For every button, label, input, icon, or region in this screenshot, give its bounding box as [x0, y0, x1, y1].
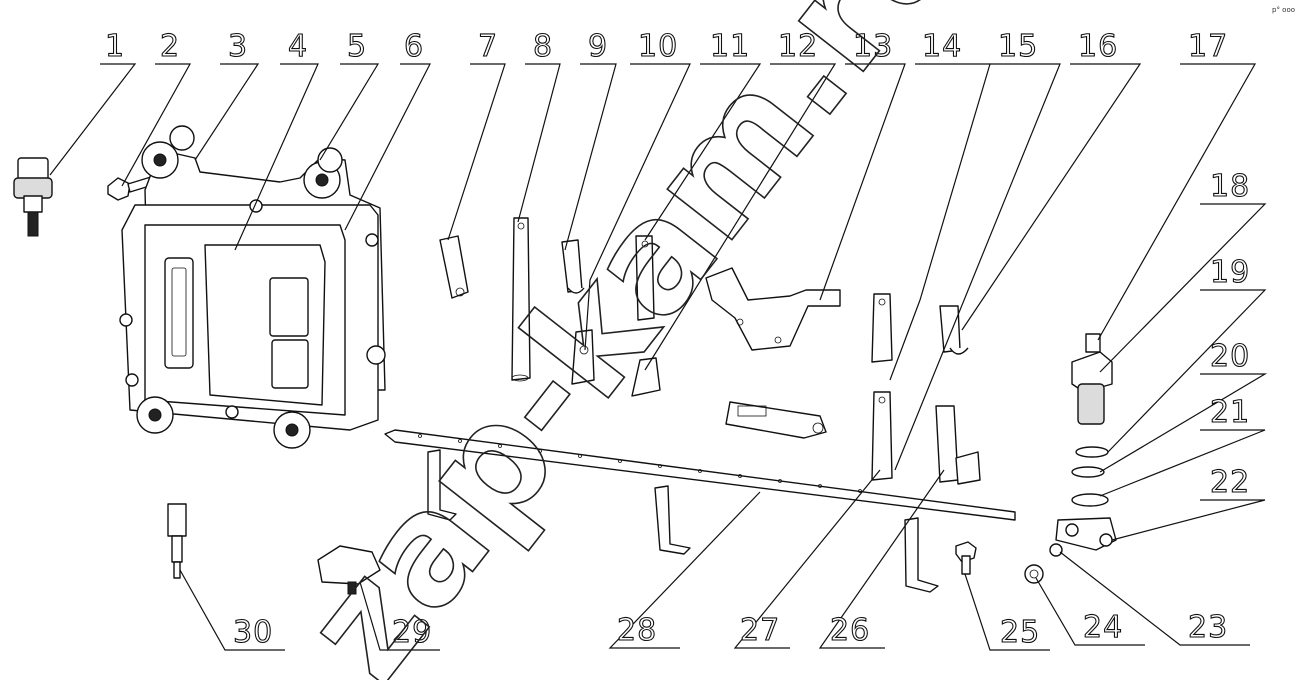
part-speed-sensor — [1071, 333, 1113, 425]
callout-5: 5 — [347, 29, 367, 64]
callout-30: 30 — [233, 615, 273, 650]
callout-12: 12 — [778, 29, 818, 64]
part-bolt-25 — [955, 541, 977, 575]
part-sensor-29 — [317, 545, 381, 595]
part-bracket-11 — [635, 235, 655, 321]
callout-17: 17 — [1188, 29, 1228, 64]
callout-9: 9 — [588, 29, 608, 64]
callout-29: 29 — [392, 615, 432, 650]
callout-28: 28 — [617, 613, 657, 648]
part-nuts — [1024, 543, 1063, 584]
part-bent-bracket-13 — [705, 267, 841, 351]
callout-8: 8 — [533, 29, 553, 64]
callout-20: 20 — [1210, 339, 1250, 374]
part-temp-sensor — [167, 503, 187, 579]
callout-18: 18 — [1210, 169, 1250, 204]
callout-3: 3 — [228, 29, 248, 64]
callout-22: 22 — [1210, 465, 1250, 500]
callout-21: 21 — [1210, 395, 1250, 430]
part-bracket-27 — [871, 391, 893, 481]
leader-lines — [49, 63, 1268, 651]
callout-15: 15 — [998, 29, 1038, 64]
parts-group — [13, 125, 1117, 595]
callout-25: 25 — [1000, 615, 1040, 650]
part-bracket-12 — [631, 357, 661, 397]
part-clamp-block — [1055, 517, 1117, 551]
callout-27: 27 — [740, 613, 780, 648]
part-dampers-bottom — [136, 396, 311, 449]
callout-numbers: 1 2 3 4 5 6 7 8 9 10 11 12 13 14 15 16 1… — [104, 28, 1250, 650]
callout-6: 6 — [404, 29, 424, 64]
callout-11: 11 — [710, 29, 750, 64]
callout-14: 14 — [922, 29, 962, 64]
callout-16: 16 — [1078, 29, 1118, 64]
callout-1: 1 — [105, 29, 125, 64]
part-strap-8 — [511, 217, 531, 382]
callout-7: 7 — [478, 29, 498, 64]
part-pressure-sensor — [13, 157, 53, 237]
callout-2: 2 — [160, 29, 180, 64]
callout-10: 10 — [638, 29, 678, 64]
callout-24: 24 — [1083, 610, 1123, 645]
part-bracket-7 — [439, 235, 469, 299]
part-bracket-26 — [935, 405, 981, 485]
callout-4: 4 — [288, 29, 308, 64]
corner-mark: p° ooo — [1272, 6, 1295, 14]
callout-19: 19 — [1210, 255, 1250, 290]
part-rings — [1071, 446, 1109, 507]
part-bracket-9 — [561, 239, 585, 294]
callout-26: 26 — [830, 613, 870, 648]
part-ecu-unit — [119, 199, 386, 431]
callout-13: 13 — [853, 29, 893, 64]
callout-23: 23 — [1188, 610, 1228, 645]
part-bracket-15 — [871, 293, 893, 363]
part-bracket-16 — [939, 305, 969, 355]
part-flat-plate — [725, 401, 827, 439]
